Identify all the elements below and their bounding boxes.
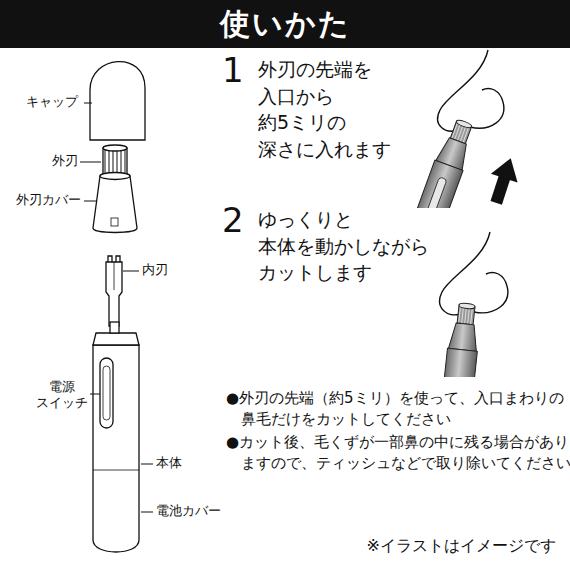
step-number: 2 — [222, 200, 244, 241]
part-name: 外刃 — [52, 153, 78, 169]
inner-blade — [106, 262, 122, 326]
title: 使いかた — [0, 0, 570, 48]
body-top — [93, 333, 139, 345]
nose-illustration — [407, 50, 524, 208]
part-name: 電池カバー — [156, 503, 221, 519]
step-text: 外刃の先端を 入口から 約5ミリの 深さに入れます — [258, 56, 391, 162]
step-text: ゆっくりと 本体を動かしながら カットします — [258, 206, 429, 286]
part-name: 外刃カバー — [16, 192, 81, 208]
outer-blade — [103, 148, 127, 174]
title-band — [0, 0, 570, 48]
trimmer-exploded — [90, 62, 145, 552]
nose-illustration — [439, 232, 508, 377]
leader-lines — [80, 103, 153, 512]
body — [93, 345, 139, 552]
step-number: 1 — [222, 50, 244, 91]
note-bullet: ●カット後、毛くずが一部鼻の中に残る場合がありますので、ティッシュなどで取り除い… — [226, 432, 570, 473]
note: ※イラストはイメージです — [367, 536, 556, 555]
outer-blade-cover — [93, 173, 137, 233]
part-name: 内刃 — [142, 262, 168, 278]
cap — [90, 62, 145, 140]
inner-blade-tips — [108, 256, 120, 262]
part-name: 電源 スイッチ — [36, 379, 88, 410]
note-bullet: ●外刃の先端（約5ミリ）を使って、入口まわりの鼻毛だけをカットしてください — [226, 388, 570, 429]
part-name: 本体 — [156, 455, 182, 471]
part-name: キャップ — [26, 94, 78, 110]
power-switch — [100, 358, 113, 428]
